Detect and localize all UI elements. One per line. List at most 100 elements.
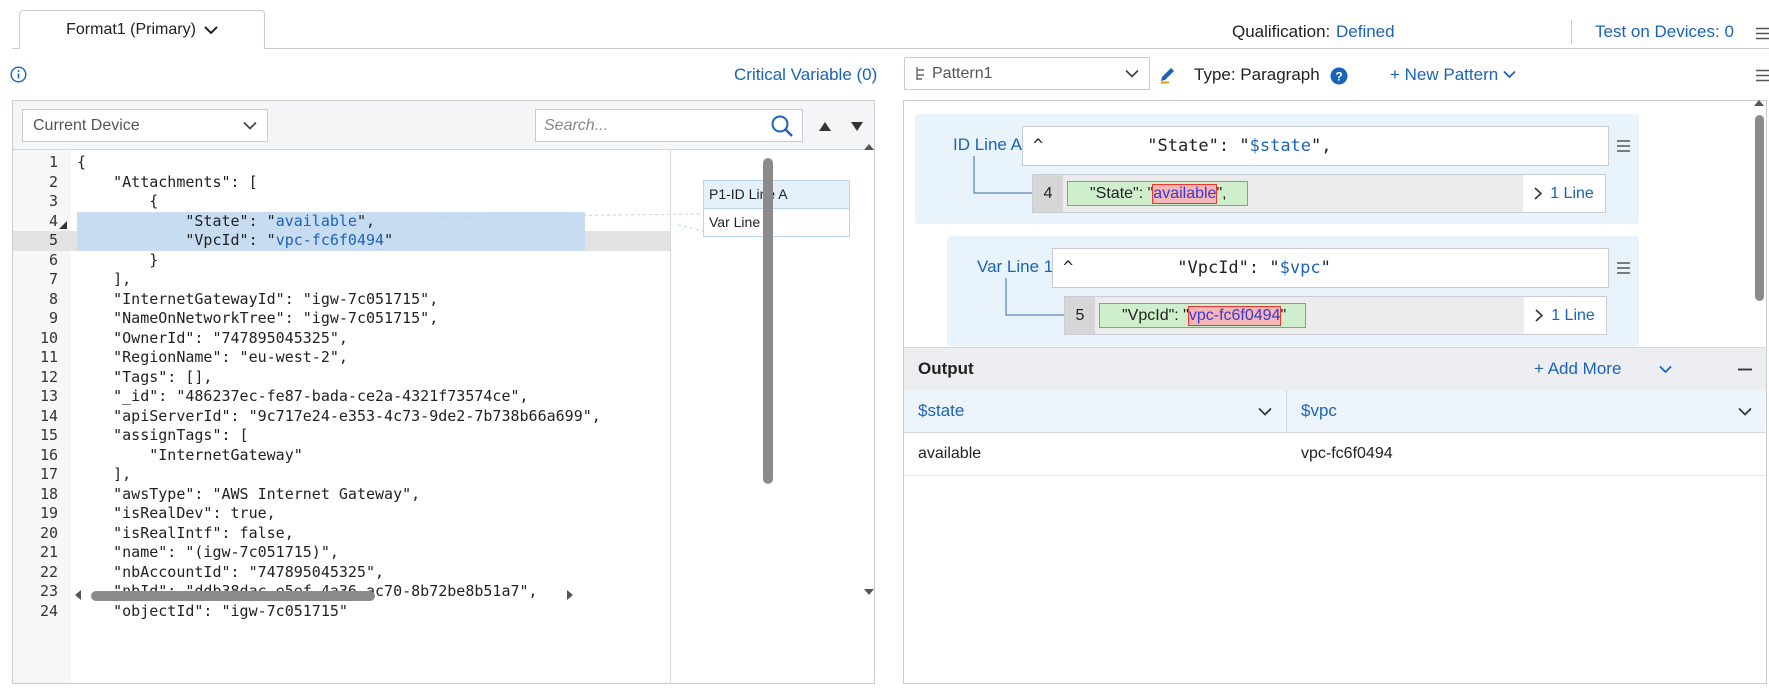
chevron-down-icon xyxy=(1125,69,1139,78)
code-line[interactable]: 2 "Attachments": [ xyxy=(13,173,670,193)
code-line[interactable]: 16 "InternetGateway" xyxy=(13,446,670,466)
code-line[interactable]: 20 "isRealIntf": false, xyxy=(13,524,670,544)
code-line[interactable]: 17 ], xyxy=(13,465,670,485)
output-column-state[interactable]: $state xyxy=(904,390,1287,433)
code-line[interactable]: 13 "_id": "486237ec-fe87-bada-ce2a-4321f… xyxy=(13,387,670,407)
code-text: "InternetGateway" xyxy=(77,445,303,464)
lines-toggle[interactable]: 1 Line xyxy=(1523,175,1605,212)
scroll-up-icon[interactable] xyxy=(863,143,875,151)
code-line[interactable]: 11 "RegionName": "eu-west-2", xyxy=(13,348,670,368)
test-on-devices-link[interactable]: Test on Devices: 0 xyxy=(1595,22,1734,41)
code-line[interactable]: 3 { xyxy=(13,192,670,212)
lines-toggle[interactable]: 1 Line xyxy=(1524,297,1606,334)
match-line-number: 5 xyxy=(1065,297,1095,334)
arrow-down-icon[interactable] xyxy=(850,121,864,132)
line-tag-var-line-1[interactable]: Var Line 1 xyxy=(703,208,850,237)
match-text: "State": "available", xyxy=(1067,181,1248,206)
info-icon[interactable] xyxy=(10,66,27,83)
help-icon[interactable]: ? xyxy=(1330,67,1348,85)
code-end: ", xyxy=(356,211,376,230)
rule-label[interactable]: ID Line A xyxy=(953,135,1022,154)
pattern-panel: ID Line A ^ "State": "$state", 4 "State"… xyxy=(903,100,1767,684)
connector-line xyxy=(1005,278,1065,316)
code-line[interactable]: 9 "NameOnNetworkTree": "igw-7c051715", xyxy=(13,309,670,329)
rule-input[interactable]: ^ "State": "$state", xyxy=(1022,126,1609,166)
code-text: } xyxy=(77,250,159,269)
code-line[interactable]: 19 "isRealDev": true, xyxy=(13,504,670,524)
line-number: 19 xyxy=(39,504,58,522)
connector-lines xyxy=(433,213,703,232)
lines-count: 1 Line xyxy=(1550,184,1594,202)
code-line[interactable]: 14 "apiServerId": "9c717e24-e353-4c73-9d… xyxy=(13,407,670,427)
line-tag-p1-id[interactable]: P1-ID Line A xyxy=(703,180,850,209)
new-pattern-button[interactable]: + New Pattern xyxy=(1390,65,1499,84)
output-column-vpc[interactable]: $vpc xyxy=(1287,390,1766,433)
code-line[interactable]: 6 } xyxy=(13,251,670,271)
menu-icon[interactable] xyxy=(1617,262,1630,274)
chevron-down-icon xyxy=(243,121,257,130)
type-label: Type: Paragraph xyxy=(1194,65,1320,84)
search-input[interactable]: Search... xyxy=(535,109,803,142)
code-line[interactable]: 15 "assignTags": [ xyxy=(13,426,670,446)
tab-divider xyxy=(12,48,1769,49)
edit-pencil-icon[interactable] xyxy=(1158,64,1178,84)
header-separator xyxy=(1571,20,1572,44)
arrow-up-icon[interactable] xyxy=(818,121,832,132)
rule-input[interactable]: ^ "VpcId": "$vpc" xyxy=(1052,248,1609,288)
code-line[interactable]: 21 "name": "(igw-7c051715)", xyxy=(13,543,670,563)
chevron-right-icon xyxy=(1534,187,1543,200)
scroll-left-icon[interactable] xyxy=(74,589,82,601)
code-line[interactable]: 1{ xyxy=(13,153,670,173)
menu-icon[interactable] xyxy=(1756,69,1769,82)
qualification-value[interactable]: Defined xyxy=(1336,22,1395,41)
line-number: 23 xyxy=(39,582,58,600)
fold-marker-icon[interactable] xyxy=(59,221,67,229)
code-text: "OwnerId": "747895045325", xyxy=(77,328,348,347)
line-number: 12 xyxy=(39,367,58,386)
svg-text:?: ? xyxy=(1335,70,1342,84)
tab-format1[interactable]: Format1 (Primary) xyxy=(19,10,265,49)
code-line[interactable]: 22 "nbAccountId": "747895045325", xyxy=(13,563,670,583)
scroll-down-icon[interactable] xyxy=(863,588,875,596)
connector-line xyxy=(973,156,1033,194)
chevron-right-icon xyxy=(1535,309,1544,322)
menu-icon[interactable] xyxy=(1756,27,1769,40)
search-icon[interactable] xyxy=(770,114,794,138)
line-number: 15 xyxy=(39,426,58,444)
rule-label[interactable]: Var Line 1 xyxy=(977,257,1054,276)
line-number: 24 xyxy=(39,601,58,620)
chevron-down-icon xyxy=(1258,407,1272,416)
code-line[interactable]: 10 "OwnerId": "747895045325", xyxy=(13,329,670,349)
line-number: 18 xyxy=(39,484,58,503)
code-text: "assignTags": [ xyxy=(77,426,249,444)
tab-label: Format1 (Primary) xyxy=(66,21,196,38)
vertical-scrollbar-thumb[interactable] xyxy=(763,158,773,484)
code-text: "RegionName": "eu-west-2", xyxy=(77,348,348,366)
scroll-up-icon[interactable] xyxy=(1753,99,1765,107)
horizontal-scrollbar-thumb[interactable] xyxy=(91,591,375,601)
code-line[interactable]: 18 "awsType": "AWS Internet Gateway", xyxy=(13,485,670,505)
pattern-select[interactable]: Pattern1 xyxy=(904,57,1150,90)
code-line[interactable]: 8 "InternetGatewayId": "igw-7c051715", xyxy=(13,290,670,310)
menu-icon[interactable] xyxy=(1617,140,1630,152)
output-cell: available xyxy=(904,433,1287,476)
line-number: 17 xyxy=(39,465,58,483)
code-text: "VpcId": "vpc-fc6f0494" xyxy=(77,231,585,251)
vertical-scrollbar-thumb[interactable] xyxy=(1755,115,1764,301)
collapse-icon[interactable] xyxy=(1738,368,1752,371)
critical-variable-link[interactable]: Critical Variable (0) xyxy=(734,65,878,84)
add-more-button[interactable]: + Add More xyxy=(1534,359,1622,378)
qualification-label: Qualification: xyxy=(1232,22,1331,41)
code-line[interactable]: 12 "Tags": [], xyxy=(13,368,670,388)
device-select[interactable]: Current Device xyxy=(22,109,268,142)
match-line-number: 4 xyxy=(1033,175,1063,212)
line-number: 7 xyxy=(48,270,58,288)
code-line[interactable]: 24 "objectId": "igw-7c051715" xyxy=(13,602,670,622)
line-number: 13 xyxy=(39,387,58,405)
code-text: "Attachments": [ xyxy=(77,172,258,191)
code-text: "objectId": "igw-7c051715" xyxy=(77,601,348,620)
code-line[interactable]: 7 ], xyxy=(13,270,670,290)
code-text: "Tags": [], xyxy=(77,367,213,386)
code-line[interactable]: 5 "VpcId": "vpc-fc6f0494" xyxy=(13,231,670,251)
scroll-right-icon[interactable] xyxy=(566,589,574,601)
